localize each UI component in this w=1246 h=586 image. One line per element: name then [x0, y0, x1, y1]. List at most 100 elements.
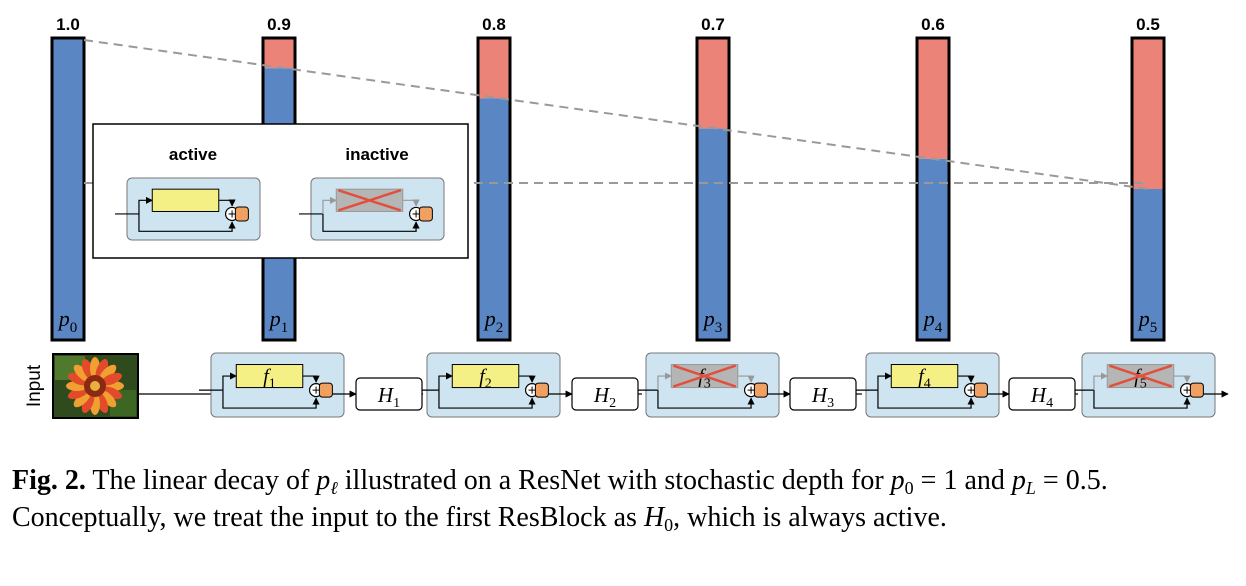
relu-node [1189, 382, 1204, 398]
survival-probability-segment [52, 38, 84, 340]
flower-petal [99, 364, 117, 382]
legend-inactive-resblock [299, 177, 445, 241]
probability-value-label: 0.5 [1136, 15, 1160, 34]
probability-value-label: 0.9 [267, 15, 291, 34]
resblock-branch-output-line [1173, 375, 1191, 383]
legend-inactive-label: inactive [345, 145, 408, 164]
legend-active-resblock [115, 177, 261, 241]
caption-pl-sub: L [1025, 478, 1036, 498]
probability-value-label: 1.0 [56, 15, 80, 34]
pipeline-resblock: f4 [854, 352, 1000, 418]
probability-value-label: 0.7 [701, 15, 725, 34]
resblock-branch-line [438, 372, 453, 391]
flower-petal [101, 386, 122, 400]
identity-skip-line [138, 213, 236, 232]
drop-probability-segment [917, 38, 949, 159]
block-state-legend: active inactive [92, 123, 469, 259]
drop-probability-segment [1132, 38, 1164, 189]
identity-skip-line [438, 390, 536, 409]
caption-text-1: The linear decay of [85, 465, 317, 496]
resblock-branch-output-line [218, 199, 236, 207]
probability-value-label: 0.6 [921, 15, 945, 34]
resblock-branch-line [1093, 372, 1108, 391]
input-flower-image [52, 353, 139, 419]
input-label: Input [24, 364, 45, 407]
caption-h0-sub: 0 [664, 515, 674, 535]
residual-function-label: f2 [479, 365, 492, 391]
resblock-branch-line [222, 372, 237, 391]
disabled-cross-stroke [1108, 364, 1173, 388]
caption-text-4: . Conceptually, we treat the input to th… [12, 465, 1108, 533]
flower-petal [68, 372, 89, 386]
flower-petal [101, 372, 122, 386]
survival-probability-segment [478, 98, 510, 341]
residual-function-label: f1 [263, 365, 276, 391]
residual-function-box [151, 188, 220, 212]
resblock-branch-line [138, 196, 153, 214]
pipeline-resblock: f1 [199, 352, 345, 418]
resblock-branch-output-line [402, 199, 420, 207]
identity-skip-line [222, 390, 320, 409]
legend-active-label: active [169, 145, 217, 164]
probability-symbol-label: p3 [702, 306, 723, 336]
drop-probability-segment [697, 38, 729, 129]
probability-symbol-label: p1 [268, 306, 289, 336]
identity-skip-line [322, 213, 420, 232]
residual-function-box [451, 364, 520, 389]
hidden-state-label: H3 [811, 383, 834, 411]
resblock-branch-output-line [737, 375, 755, 383]
survival-probability-segment [697, 128, 729, 340]
caption-p-var: p [316, 465, 331, 496]
hidden-state-label: H4 [1030, 383, 1053, 411]
resblock-branch-line [657, 372, 672, 391]
survival-probability-segment [1132, 189, 1164, 340]
caption-label: Fig. 2. [12, 465, 86, 496]
probability-value-label: 0.8 [482, 15, 506, 34]
relu-node [753, 382, 768, 398]
survival-probability-segment [917, 158, 949, 340]
caption-p0-sub: 0 [904, 478, 914, 498]
flower-petal [73, 390, 91, 408]
caption-pl-var: p [1011, 465, 1026, 496]
caption-p0-eq: = 1 [913, 465, 958, 496]
flower-core [90, 381, 100, 391]
probability-symbol-label: p0 [57, 306, 78, 336]
residual-function-box [890, 364, 959, 389]
drop-probability-segment [478, 38, 510, 99]
drop-probability-segment [263, 38, 295, 69]
probability-bar-outline [695, 36, 731, 342]
disabled-cross-stroke [672, 364, 737, 388]
relu-node [973, 382, 988, 398]
caption-text-5: , which is always active. [673, 502, 947, 533]
relu-node [534, 382, 549, 398]
pipeline-resblock: f5 [1070, 352, 1216, 418]
resnet-pipeline: Inputf1f2f3f4f5H1H2H3H4 [24, 352, 1229, 419]
relu-node [234, 206, 249, 222]
figure-caption: Fig. 2. The linear decay of pℓ illustrat… [12, 462, 1240, 536]
identity-skip-line [1093, 390, 1191, 409]
probability-bar-outline [50, 36, 86, 342]
flower-petal [99, 390, 117, 408]
identity-skip-line [877, 390, 975, 409]
caption-text-2: illustrated on a ResNet with stochastic … [337, 465, 891, 496]
caption-text-3: and [957, 465, 1012, 496]
probability-bar-outline [915, 36, 951, 342]
hidden-state-label: H1 [377, 383, 400, 411]
residual-function-label: f4 [918, 365, 931, 391]
resblock-branch-output-line [302, 375, 320, 383]
resblock-branch-line [877, 372, 892, 391]
disabled-cross-stroke [337, 188, 402, 212]
probability-symbol-label: p4 [922, 306, 943, 336]
caption-p0-var: p [890, 465, 905, 496]
resblock-branch-output-line [518, 375, 536, 383]
residual-function-box [235, 364, 304, 389]
caption-pl-eq: = 0.5 [1035, 465, 1101, 496]
flower-petal [73, 364, 91, 382]
pipeline-resblock: f2 [415, 352, 561, 418]
identity-skip-line [657, 390, 755, 409]
flower-petal [95, 359, 109, 380]
caption-h0-var: H [643, 502, 665, 533]
probability-symbol-label: p2 [483, 306, 504, 336]
pipeline-resblock: f3 [634, 352, 780, 418]
